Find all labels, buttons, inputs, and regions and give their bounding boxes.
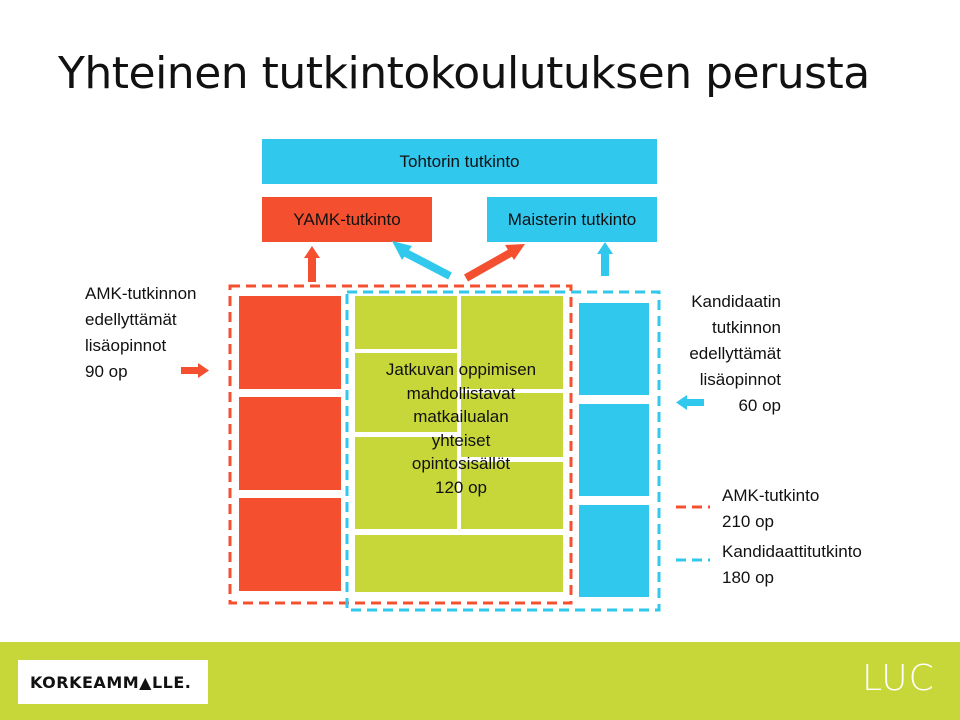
- yamk-degree-label: YAMK-tutkinto: [293, 209, 401, 229]
- right-cyan-arrow: [676, 395, 704, 410]
- orange-up-arrow: [304, 246, 320, 282]
- orange-block-2: [239, 397, 341, 490]
- legend-kandidaatti: Kandidaattitutkinto 180 op: [722, 542, 862, 587]
- doctoral-degree-box: Tohtorin tutkinto: [262, 139, 657, 184]
- masters-degree-box: Maisterin tutkinto: [487, 197, 657, 242]
- orange-block-1: [239, 296, 341, 389]
- green-block-7: [355, 535, 563, 592]
- cyan-up-arrow: [597, 242, 613, 276]
- center-label: Jatkuvan oppimisen mahdollistavat matkai…: [385, 360, 537, 497]
- kandidaatti-dashed-outline: [345, 290, 661, 612]
- amk-additional-studies-text: AMK-tutkinnon edellyttämät lisäopinnot 9…: [85, 284, 197, 381]
- green-block-2: [461, 296, 563, 389]
- green-block-3: [355, 353, 457, 432]
- cyan-block-2: [579, 404, 649, 496]
- page-title: Yhteinen tutkintokoulutuksen perusta: [58, 48, 870, 99]
- masters-degree-label: Maisterin tutkinto: [507, 209, 637, 229]
- cyan-diagonal-arrow: [392, 241, 452, 280]
- orange-diagonal-arrow: [464, 244, 525, 282]
- logo-text: KORKEAMM▲LLE.: [30, 672, 192, 692]
- kandidaatti-additional-studies-text: Kandidaatin tutkinnon edellyttämät lisäo…: [689, 292, 781, 415]
- doctoral-degree-label: Tohtorin tutkinto: [399, 151, 520, 171]
- green-block-6: [461, 462, 563, 529]
- cyan-block-1: [579, 303, 649, 395]
- yamk-degree-box: YAMK-tutkinto: [262, 197, 432, 242]
- orange-block-3: [239, 498, 341, 591]
- green-block-5: [355, 437, 457, 529]
- legend-amk: AMK-tutkinto 210 op: [722, 486, 820, 531]
- left-orange-arrow: [181, 363, 209, 378]
- cyan-block-3: [579, 505, 649, 597]
- green-block-4: [461, 393, 563, 457]
- korkeammalle-logo: KORKEAMM▲LLE.: [18, 660, 208, 704]
- amk-dashed-outline: [228, 284, 573, 605]
- luc-logo: LUC: [862, 658, 935, 699]
- green-block-1: [355, 296, 457, 349]
